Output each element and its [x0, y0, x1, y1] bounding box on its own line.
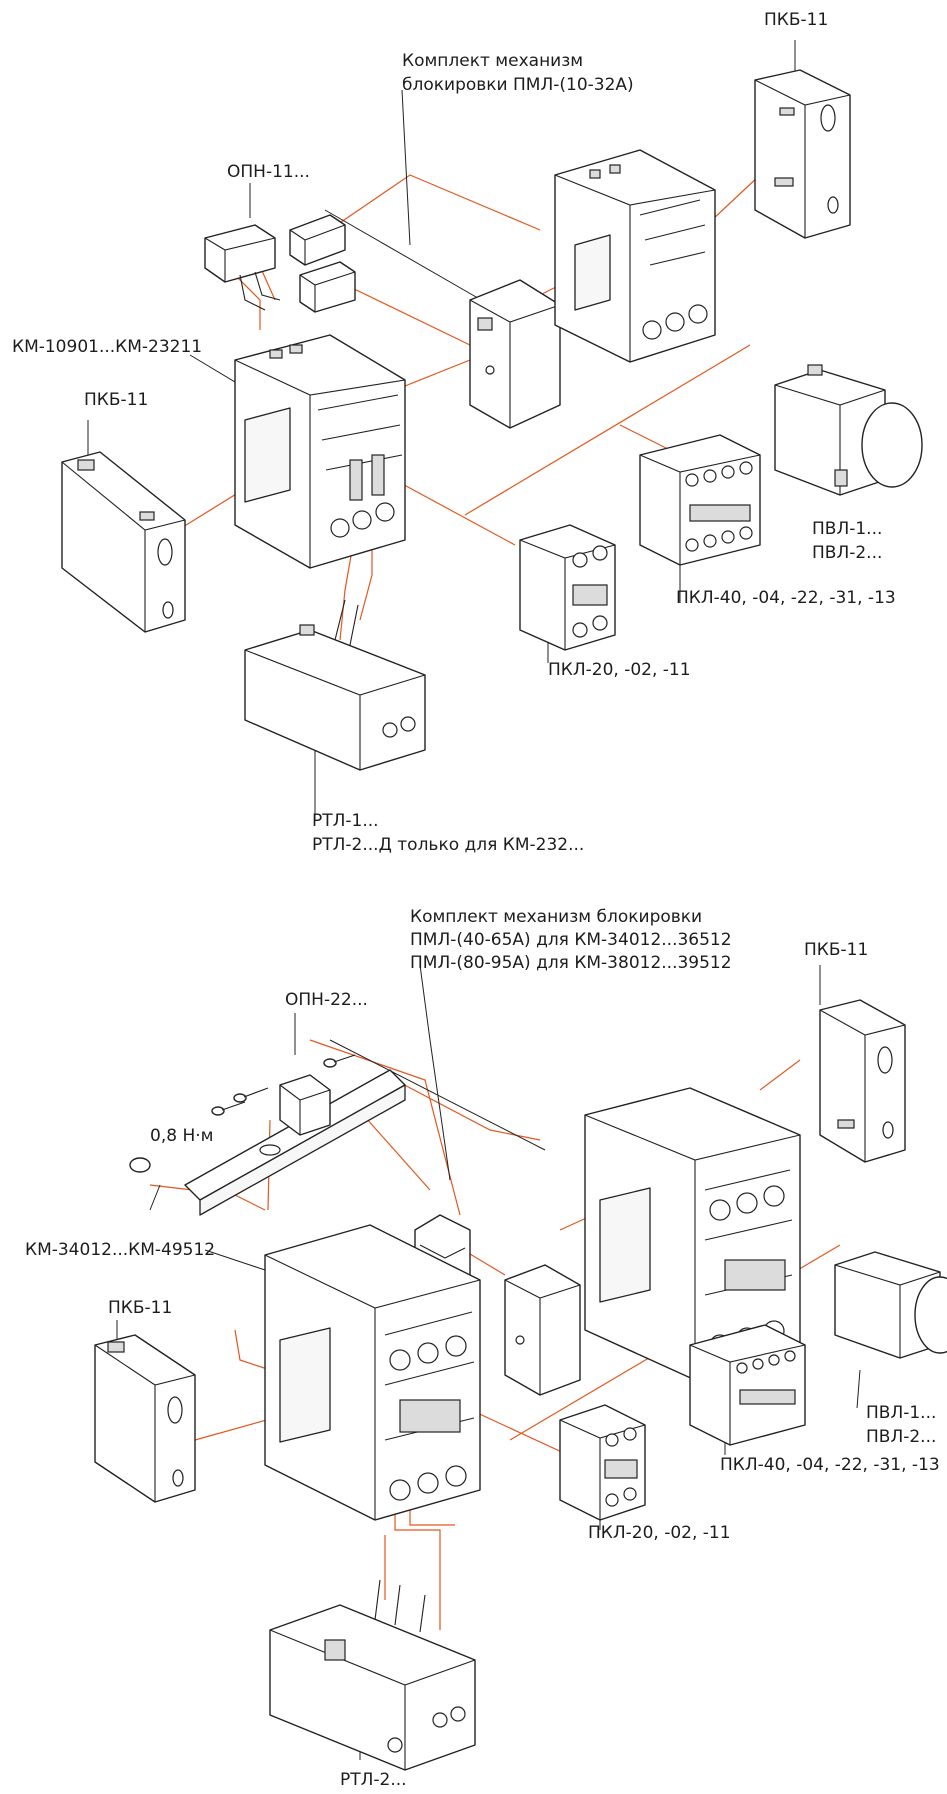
bottom-km-range-label: КМ-34012...КМ-49512	[25, 1240, 215, 1260]
bottom-opn-label: ОПН-22...	[285, 990, 368, 1010]
top-pkb11-left-label: ПКБ-11	[84, 390, 148, 410]
bottom-pvl-timer	[834, 1251, 947, 1359]
bottom-pkb11-right-label: ПКБ-11	[804, 940, 868, 960]
bottom-pkl40-label: ПКЛ-40, -04, -22, -31, -13	[720, 1455, 940, 1475]
top-opn-label: ОПН-11...	[227, 162, 310, 182]
top-pml-kit-label-line2: блокировки ПМЛ-(10-32А)	[402, 75, 634, 95]
top-rtl-label-line2: РТЛ-2...Д только для КМ-232...	[312, 835, 584, 855]
bottom-pkb11-left	[94, 1334, 196, 1503]
top-pkl20-label: ПКЛ-20, -02, -11	[548, 660, 691, 680]
bottom-pvl-label-line2: ПВЛ-2...	[866, 1427, 936, 1447]
bottom-pvl-label-line1: ПВЛ-1...	[866, 1403, 936, 1423]
bottom-pkl40-aux-contact	[689, 1324, 806, 1446]
bottom-pkb11-left-label: ПКБ-11	[108, 1298, 172, 1318]
top-pvl-label-line1: ПВЛ-1...	[812, 519, 882, 539]
bottom-pml-kit-label-line3: ПМЛ-(80-95А) для КМ-38012...39512	[410, 953, 732, 973]
top-pml-interlock-block	[469, 279, 561, 429]
top-pkl40-aux-contact	[639, 434, 761, 566]
top-opn-module	[204, 224, 281, 311]
bottom-opn-module	[279, 1074, 331, 1136]
top-main-contactor	[234, 334, 406, 569]
top-pkl40-label: ПКЛ-40, -04, -22, -31, -13	[676, 588, 896, 608]
bottom-rtl-label: РТЛ-2...	[340, 1770, 407, 1790]
bottom-main-contactor	[264, 1224, 481, 1521]
top-leader-lines	[87, 40, 831, 820]
top-pvl-label-line2: ПВЛ-2...	[812, 543, 882, 563]
top-pkl20-aux-contact	[519, 524, 616, 651]
top-interlock-bracket	[289, 214, 356, 313]
top-pkb11-right	[754, 69, 851, 239]
bottom-mid-contactor	[584, 1087, 801, 1381]
bottom-screws	[129, 1054, 356, 1173]
top-km-range-label: КМ-10901...КМ-23211	[12, 337, 202, 357]
bottom-pml-kit-label-line2: ПМЛ-(40-65А) для КМ-34012...36512	[410, 930, 732, 950]
top-pvl-timer	[774, 364, 923, 496]
bottom-rtl-thermal-relay	[269, 1579, 476, 1771]
top-mid-contactor	[554, 149, 716, 363]
bottom-pml-interlock-block	[504, 1264, 581, 1396]
top-pkb11-right-label: ПКБ-11	[764, 10, 828, 30]
bottom-pkl20-aux-contact	[559, 1404, 646, 1521]
bottom-pkb11-right	[819, 999, 906, 1163]
top-rtl-thermal-relay	[244, 599, 426, 771]
top-pml-kit-label-line1: Комплект механизм	[402, 51, 583, 71]
bottom-assembly: Комплект механизм блокировки ПМЛ-(40-65А…	[25, 907, 947, 1790]
bottom-pkl20-label: ПКЛ-20, -02, -11	[588, 1523, 731, 1543]
top-assembly: Комплект механизм блокировки ПМЛ-(10-32А…	[12, 10, 923, 855]
top-pkb11-left	[61, 451, 186, 633]
bottom-pml-kit-label-line1: Комплект механизм блокировки	[410, 907, 702, 927]
bottom-torque-label: 0,8 Н·м	[150, 1126, 213, 1146]
top-rtl-label-line1: РТЛ-1...	[312, 811, 379, 831]
